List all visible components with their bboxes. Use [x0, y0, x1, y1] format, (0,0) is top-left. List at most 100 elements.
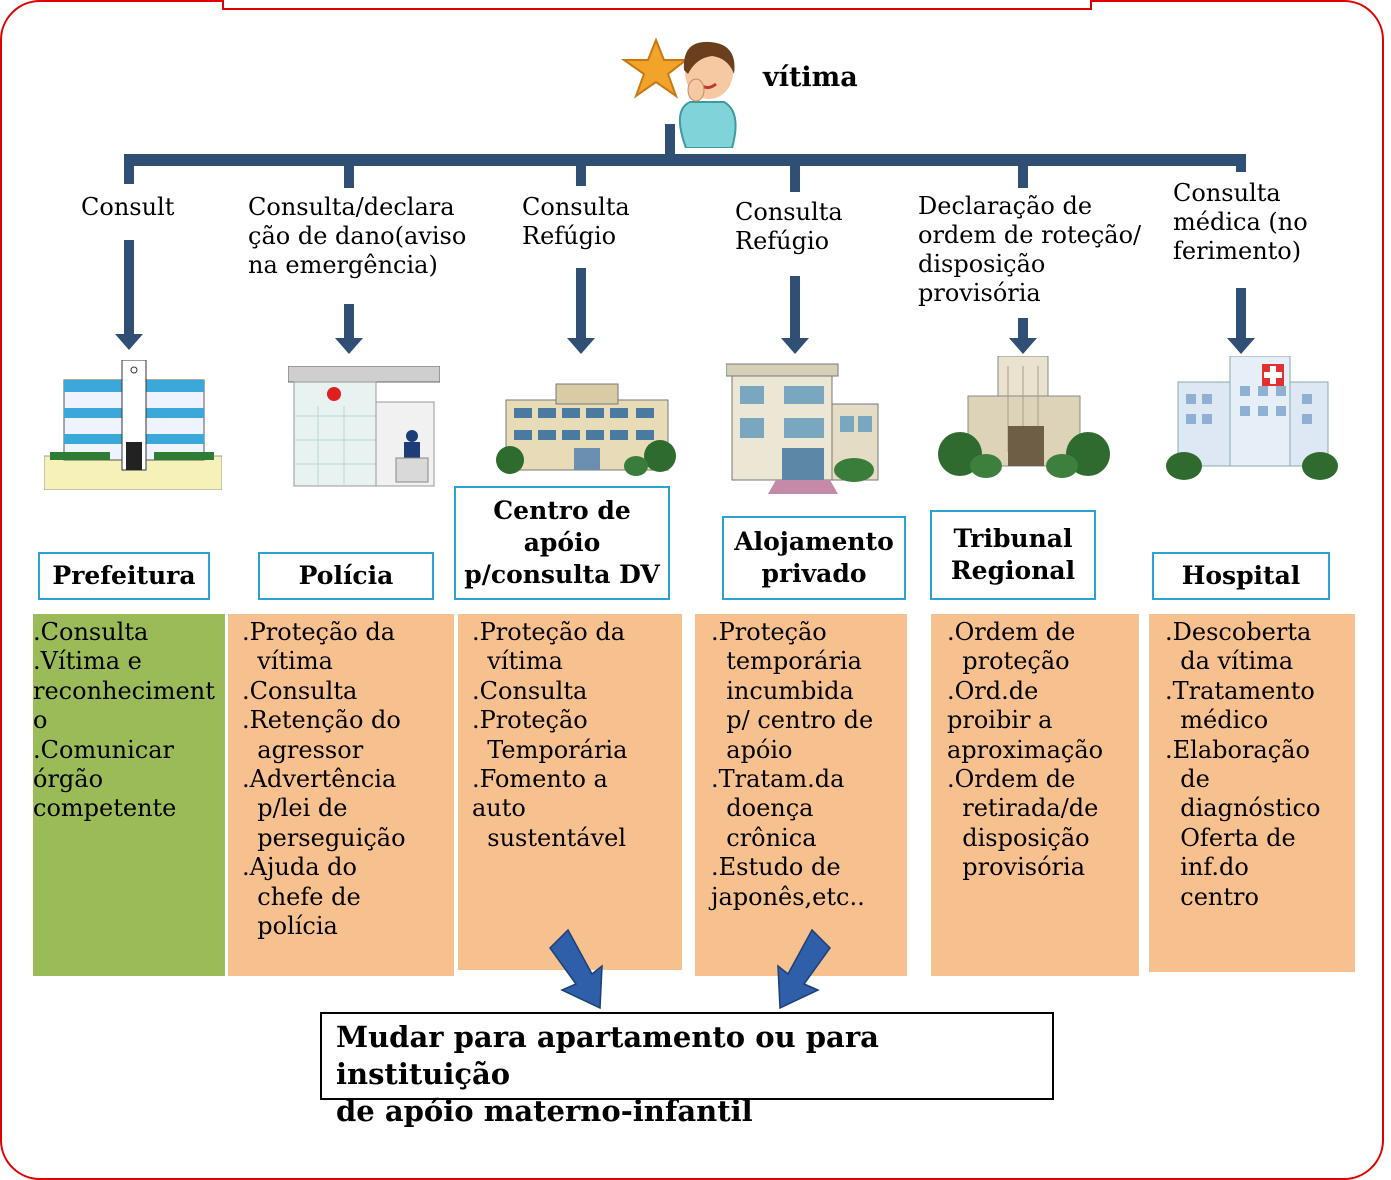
- service-line: p/lei de: [242, 794, 348, 823]
- flow-arrow: [781, 276, 809, 354]
- service-line: .Consulta: [242, 676, 358, 705]
- support-center-icon: [496, 383, 676, 476]
- institution-tribunal: Tribunal Regional: [930, 510, 1096, 600]
- service-line: .Ajuda do: [242, 853, 357, 882]
- service-line: .Descoberta: [1165, 618, 1312, 646]
- consultation-label: Consulta Refúgio: [735, 198, 843, 255]
- service-line: .Tratam.da: [711, 765, 845, 794]
- connector-stub: [344, 154, 354, 188]
- institution-prefeitura: Prefeitura: [38, 552, 210, 600]
- service-line: provisória: [947, 853, 1085, 882]
- flow-arrow: [335, 304, 363, 354]
- service-line: doença: [711, 794, 814, 823]
- services-centro-apoio: .Proteção da vítima .Consulta .Proteção …: [458, 614, 682, 970]
- flow-arrow: [1227, 288, 1255, 354]
- service-line: de: [1165, 765, 1210, 794]
- flow-arrow: [1009, 318, 1037, 354]
- service-line: proteção: [947, 647, 1070, 676]
- services-tribunal: .Ordem de proteção .Ord.de proibir a apr…: [931, 614, 1139, 976]
- connector-bar: [124, 154, 1246, 166]
- connector-stub: [1018, 154, 1028, 188]
- consultation-label: Consult: [81, 193, 175, 221]
- police-station-icon: [288, 366, 440, 487]
- service-line: perseguição: [242, 823, 406, 852]
- service-line: agressor: [242, 735, 364, 764]
- service-line: apóio: [711, 735, 793, 764]
- outcome-line: Mudar para apartamento ou para instituiç…: [336, 1020, 879, 1091]
- service-line: inf.do: [1165, 853, 1249, 882]
- outcome-line: de apóio materno-infantil: [336, 1094, 753, 1128]
- service-line: proibir a: [947, 706, 1053, 735]
- service-line: o: [33, 706, 48, 735]
- service-line: retirada/de: [947, 794, 1099, 823]
- title-box: [222, 0, 1092, 10]
- outcome-box: Mudar para apartamento ou para instituiç…: [320, 1012, 1054, 1128]
- service-line: .Proteção da: [472, 618, 626, 646]
- services-alojamento: .Proteção temporária incumbida p/ centro…: [695, 614, 907, 976]
- consultation-label: Consulta Refúgio: [522, 193, 630, 250]
- service-line: .Consulta: [472, 676, 588, 705]
- service-line: .Tratamento: [1165, 676, 1315, 705]
- service-line: .Proteção da: [242, 618, 396, 646]
- service-line: .Estudo de: [711, 853, 841, 882]
- victim-crying-icon: [620, 37, 737, 148]
- institution-policia: Polícia: [258, 552, 434, 600]
- service-line: .Consulta: [33, 618, 149, 646]
- institution-centro-apoio: Centro de apóio p/consulta DV: [454, 486, 670, 600]
- service-line: .Comunicar: [33, 735, 175, 764]
- court-icon: [938, 356, 1110, 478]
- connector-stub: [1236, 154, 1246, 172]
- service-line: chefe de: [242, 882, 361, 911]
- service-line: disposição: [947, 823, 1090, 852]
- private-shelter-icon: [726, 363, 879, 494]
- connector-stub: [124, 154, 134, 184]
- services-hospital: .Descoberta da vítima .Tratamento médico…: [1149, 614, 1355, 972]
- city-hall-icon: [44, 360, 222, 490]
- service-line: temporária: [711, 647, 862, 676]
- service-line: vítima: [242, 647, 333, 676]
- service-line: .Vítima e: [33, 647, 142, 676]
- service-line: .Ordem de: [947, 618, 1076, 646]
- service-line: vítima: [472, 647, 563, 676]
- service-line: .Ordem de: [947, 765, 1076, 794]
- service-line: .Fomento a: [472, 765, 608, 794]
- consultation-label: Consulta médica (no ferimento): [1173, 179, 1308, 265]
- service-line: centro: [1165, 882, 1259, 911]
- service-line: sustentável: [472, 823, 627, 852]
- service-line: .Proteção: [472, 706, 588, 735]
- service-line: da vítima: [1165, 647, 1294, 676]
- consultation-label: Declaração de ordem de roteção/ disposiç…: [918, 192, 1142, 307]
- service-line: competente: [33, 794, 177, 823]
- connector-stub: [576, 154, 586, 186]
- flow-arrow: [567, 268, 595, 354]
- service-line: médico: [1165, 706, 1269, 735]
- victim-label: vítima: [763, 62, 858, 93]
- service-line: .Ord.de: [947, 676, 1039, 705]
- service-line: .Proteção: [711, 618, 827, 646]
- service-line: .Elaboração: [1165, 735, 1310, 764]
- institution-alojamento: Alojamento privado: [722, 516, 906, 600]
- flow-arrow: [115, 240, 143, 350]
- connector-stub: [790, 154, 800, 192]
- institution-hospital: Hospital: [1152, 552, 1330, 600]
- service-line: reconheciment: [33, 676, 215, 705]
- down-left-arrow-icon: [777, 928, 831, 1010]
- service-line: órgão: [33, 765, 104, 794]
- service-line: .Advertência: [242, 765, 397, 794]
- services-policia: .Proteção da vítima .Consulta .Retenção …: [228, 614, 454, 976]
- service-line: crônica: [711, 823, 817, 852]
- services-prefeitura: .Consulta .Vítima e reconheciment o .Com…: [33, 614, 225, 976]
- service-line: Oferta de: [1165, 823, 1296, 852]
- service-line: incumbida: [711, 676, 854, 705]
- service-line: diagnóstico: [1165, 794, 1321, 823]
- service-line: aproximação: [947, 735, 1104, 764]
- down-right-arrow-icon: [549, 928, 603, 1010]
- service-line: japonês,etc..: [711, 882, 865, 911]
- service-line: auto: [472, 794, 526, 823]
- service-line: p/ centro de: [711, 706, 874, 735]
- service-line: Temporária: [472, 735, 628, 764]
- hospital-icon: [1166, 356, 1338, 480]
- service-line: polícia: [242, 912, 338, 941]
- service-line: .Retenção do: [242, 706, 401, 735]
- consultation-label: Consulta/declara ção de dano(aviso na em…: [248, 193, 467, 279]
